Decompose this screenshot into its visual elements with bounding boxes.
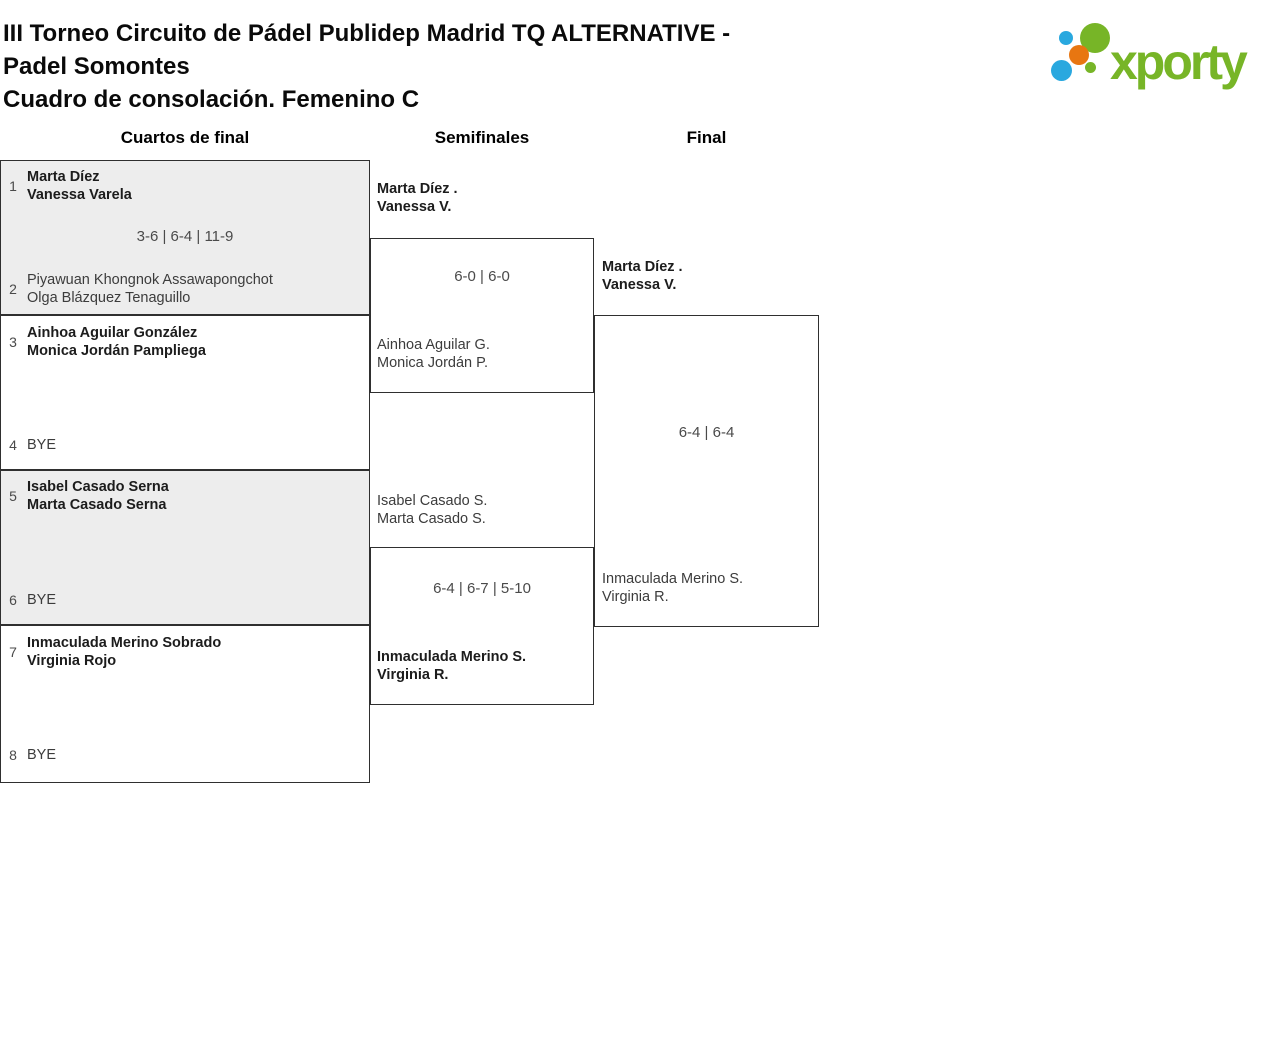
team-names: Inmaculada Merino Sobrado Virginia Rojo	[27, 634, 221, 670]
bye-label: BYE	[27, 592, 57, 608]
round-header-final: Final	[686, 128, 727, 147]
participant-sf2-bottom: Inmaculada Merino S. Virginia R.	[377, 648, 526, 684]
team-names: Isabel Casado Serna Marta Casado Serna	[27, 478, 169, 514]
seed-number: 8	[9, 747, 17, 763]
match-box-qf2[interactable]	[0, 315, 370, 470]
match-score-sf2: 6-4 | 6-7 | 5-10	[433, 580, 531, 597]
match-box-sf2[interactable]	[370, 547, 594, 705]
xporty-logo-text: xporty	[1110, 34, 1248, 90]
team-names: Ainhoa Aguilar González Monica Jordán Pa…	[27, 324, 206, 360]
team-names: BYE	[27, 436, 56, 454]
seed-number: 7	[9, 644, 17, 660]
player-name: Marta Díez	[27, 169, 100, 185]
participant-row-qf1-top: 1 Marta Díez Vanessa Varela	[8, 168, 132, 204]
seed-number: 6	[9, 592, 17, 608]
title-line-2: Padel Somontes	[3, 53, 190, 81]
seed-number: 5	[9, 488, 17, 504]
logo-dot-blue-large-icon	[1051, 60, 1072, 81]
seed-number: 1	[9, 178, 17, 194]
player-name: Virginia R.	[602, 589, 669, 605]
bye-label: BYE	[27, 437, 57, 453]
player-name: Vanessa V.	[602, 277, 677, 293]
seed-number: 3	[9, 334, 17, 350]
match-box-final[interactable]	[594, 315, 819, 627]
match-box-sf1[interactable]	[370, 238, 594, 393]
title-line-3: Cuadro de consolación. Femenino C	[3, 86, 420, 114]
match-box-qf4[interactable]	[0, 625, 370, 783]
participant-row-qf3-top: 5 Isabel Casado Serna Marta Casado Serna	[8, 478, 169, 514]
match-score-sf1: 6-0 | 6-0	[454, 268, 510, 285]
player-name: Monica Jordán Pampliega	[27, 343, 206, 359]
logo-dot-blue-small-icon	[1059, 31, 1073, 45]
logo-dot-orange-icon	[1069, 45, 1089, 65]
player-name: Inmaculada Merino Sobrado	[27, 635, 222, 651]
xporty-logo[interactable]: xporty	[1045, 15, 1275, 100]
player-name: Marta Casado Serna	[27, 497, 167, 513]
participant-row-qf4-bottom: 8 BYE	[8, 746, 56, 764]
team-names: Piyawuan Khongnok Assawapongchot Olga Bl…	[27, 271, 273, 307]
participant-row-qf2-top: 3 Ainhoa Aguilar González Monica Jordán …	[8, 324, 206, 360]
participant-row-qf4-top: 7 Inmaculada Merino Sobrado Virginia Roj…	[8, 634, 221, 670]
logo-dot-green-small-icon	[1085, 62, 1096, 73]
match-box-qf3[interactable]	[0, 470, 370, 625]
player-name: Isabel Casado Serna	[27, 479, 169, 495]
player-name: Vanessa Varela	[27, 187, 132, 203]
player-name: Monica Jordán P.	[377, 355, 488, 371]
player-name: Isabel Casado S.	[377, 493, 488, 509]
team-names: Marta Díez Vanessa Varela	[27, 168, 132, 204]
seed-number: 2	[9, 281, 17, 297]
participant-row-qf3-bottom: 6 BYE	[8, 591, 56, 609]
title-line-1: III Torneo Circuito de Pádel Publidep Ma…	[3, 20, 731, 48]
player-name: Marta Díez .	[602, 259, 683, 275]
match-box-qf1[interactable]	[0, 160, 370, 315]
player-name: Marta Díez .	[377, 181, 458, 197]
seed-number: 4	[9, 437, 17, 453]
participant-row-qf2-bottom: 4 BYE	[8, 436, 56, 454]
player-name: Olga Blázquez Tenaguillo	[27, 290, 191, 306]
page-title: III Torneo Circuito de Pádel Publidep Ma…	[3, 17, 730, 116]
participant-sf2-top: Isabel Casado S. Marta Casado S.	[377, 492, 487, 528]
player-name: Virginia R.	[377, 667, 449, 683]
player-name: Marta Casado S.	[377, 511, 486, 527]
participant-sf1-top: Marta Díez . Vanessa V.	[377, 180, 458, 216]
player-name: Inmaculada Merino S.	[602, 571, 744, 587]
round-header-semifinals: Semifinales	[434, 128, 530, 147]
participant-sf1-bottom: Ainhoa Aguilar G. Monica Jordán P.	[377, 336, 490, 372]
player-name: Vanessa V.	[377, 199, 452, 215]
player-name: Inmaculada Merino S.	[377, 649, 527, 665]
team-names: BYE	[27, 591, 56, 609]
match-score-qf1: 3-6 | 6-4 | 11-9	[136, 228, 234, 245]
player-name: Piyawuan Khongnok Assawapongchot	[27, 272, 273, 288]
participant-final-top: Marta Díez . Vanessa V.	[602, 258, 683, 294]
player-name: Ainhoa Aguilar G.	[377, 337, 490, 353]
participant-final-bottom: Inmaculada Merino S. Virginia R.	[602, 570, 743, 606]
player-name: Ainhoa Aguilar González	[27, 325, 198, 341]
round-header-quarterfinals: Cuartos de final	[120, 128, 250, 147]
team-names: BYE	[27, 746, 56, 764]
participant-row-qf1-bottom: 2 Piyawuan Khongnok Assawapongchot Olga …	[8, 271, 273, 307]
bye-label: BYE	[27, 747, 57, 763]
player-name: Virginia Rojo	[27, 653, 117, 669]
match-score-final: 6-4 | 6-4	[678, 424, 735, 441]
